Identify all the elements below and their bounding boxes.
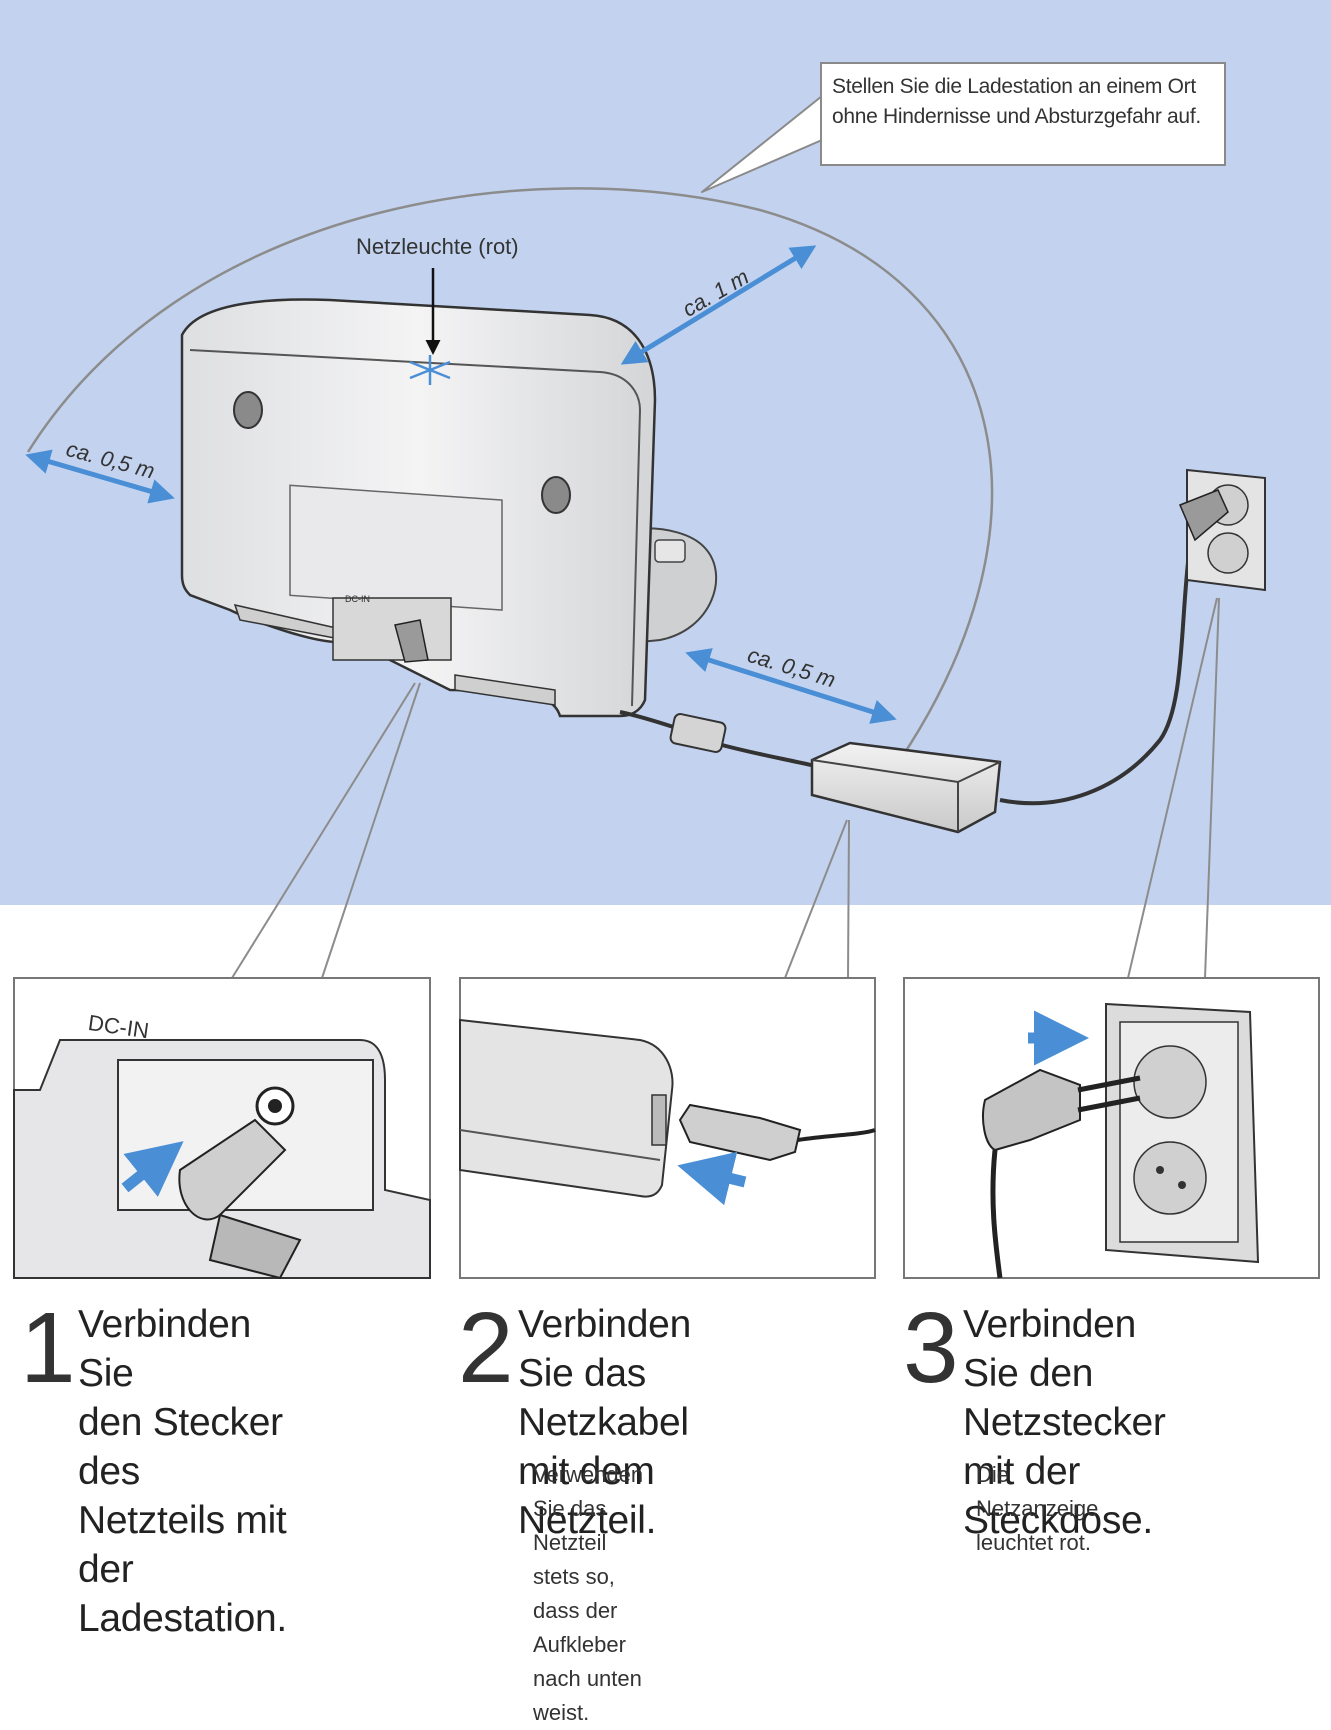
- placement-callout: Stellen Sie die Ladestation an einem Ort…: [820, 62, 1226, 166]
- step-2-title: Verbinden Sie das Netzkabel mit dem Netz…: [518, 1303, 691, 1542]
- step-2-note: Verwenden Sie das Netzteil stets so, das…: [533, 1462, 644, 1725]
- callout-pointer: [701, 95, 823, 193]
- step-3-note: Die Netzanzeige leuchtet rot.: [976, 1462, 1099, 1555]
- detail-panel-2: [459, 977, 876, 1279]
- detail-panel-1: [13, 977, 431, 1280]
- zoom-lines: [231, 597, 1220, 979]
- step-1-number: 1: [20, 1292, 76, 1404]
- detail-panel-3: [903, 977, 1320, 1279]
- arrow-dist-left: [25, 449, 175, 504]
- range-arc: [26, 187, 994, 761]
- step-1-title: Verbinden Sie den Stecker des Netzteils …: [78, 1303, 287, 1640]
- arrow-dist-back: [620, 245, 817, 365]
- step-3-title: Verbinden Sie den Netzstecker mit der St…: [963, 1303, 1166, 1542]
- dc-in-small-label: DC-IN: [345, 594, 370, 604]
- charging-station: [180, 298, 718, 718]
- step-2-number: 2: [458, 1292, 514, 1404]
- power-light-label: Netzleuchte (rot): [356, 234, 519, 259]
- power-adapter-assembly: [619, 544, 1192, 834]
- wall-outlet-small: [1179, 468, 1266, 592]
- arrow-dist-right: [685, 648, 897, 724]
- step-3-number: 3: [903, 1292, 959, 1404]
